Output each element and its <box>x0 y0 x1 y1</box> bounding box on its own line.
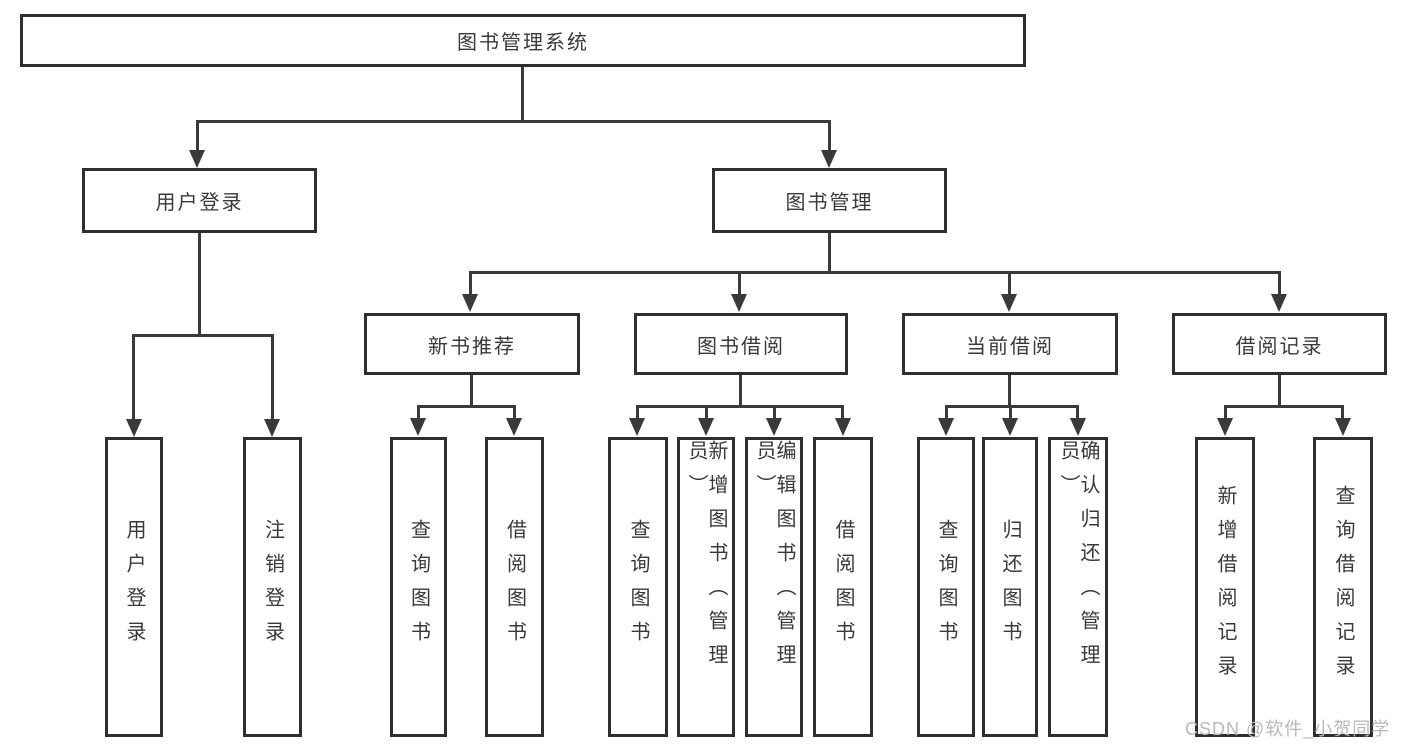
arrow-down-icon <box>410 418 426 436</box>
leaf-edit-book-admin: 编辑图书（管理员） <box>745 437 803 737</box>
connector-hline <box>133 334 274 337</box>
node-label: 借阅图书 <box>832 519 854 655</box>
connector-vline <box>773 405 776 419</box>
leaf-add-book-admin: 新增图书（管理员） <box>677 437 735 737</box>
node-label: 查询图书 <box>935 519 957 655</box>
connector-vline <box>1009 405 1012 419</box>
node-label: 新增图书（管理员） <box>685 440 727 678</box>
node-borrowing-records: 借阅记录 <box>1172 313 1387 375</box>
connector-vline <box>1076 405 1079 419</box>
connector-vline <box>1278 375 1281 408</box>
node-label: 图书管理系统 <box>457 32 589 54</box>
leaf-user-login: 用户登录 <box>105 437 163 737</box>
connector-hline <box>470 271 1281 274</box>
connector-vline <box>1224 405 1227 419</box>
node-new-book-recommendation: 新书推荐 <box>364 313 580 375</box>
node-label: 注销登录 <box>261 519 284 655</box>
arrow-down-icon <box>698 418 714 436</box>
node-book-management: 图书管理 <box>712 168 947 233</box>
connector-vline <box>945 405 948 419</box>
connector-vline <box>417 405 420 419</box>
node-label: 新书推荐 <box>428 335 516 358</box>
leaf-query-borrow-record: 查询借阅记录 <box>1313 437 1373 737</box>
connector-vline <box>513 405 516 419</box>
arrow-down-icon <box>189 150 205 168</box>
arrow-down-icon <box>629 418 645 436</box>
leaf-query-books-borrowing: 查询图书 <box>608 437 668 737</box>
leaf-add-borrow-record: 新增借阅记录 <box>1195 437 1255 737</box>
arrow-down-icon <box>1001 294 1017 312</box>
connector-vline <box>841 405 844 419</box>
node-label: 用户登录 <box>155 192 244 214</box>
arrow-down-icon <box>731 294 747 312</box>
node-label: 当前借阅 <box>966 335 1054 358</box>
arrow-down-icon <box>1335 418 1351 436</box>
connector-vline <box>828 120 831 151</box>
leaf-query-books-current: 查询图书 <box>917 437 975 737</box>
node-user-login: 用户登录 <box>82 168 317 233</box>
leaf-return-books: 归还图书 <box>982 437 1038 737</box>
node-label: 借阅图书 <box>503 519 526 655</box>
connector-hline <box>1224 405 1344 408</box>
connector-hline <box>417 405 516 408</box>
arrow-down-icon <box>1070 418 1086 436</box>
node-label: 查询借阅记录 <box>1332 485 1354 689</box>
connector-hline <box>636 405 843 408</box>
leaf-query-books-recommend: 查询图书 <box>390 437 447 737</box>
connector-vline <box>196 120 199 151</box>
arrow-down-icon <box>938 418 954 436</box>
connector-vline <box>521 67 524 120</box>
connector-vline <box>470 375 473 408</box>
node-label: 查询图书 <box>407 519 430 655</box>
leaf-borrow-books-borrowing: 借阅图书 <box>813 437 873 737</box>
arrow-down-icon <box>462 294 478 312</box>
node-label: 借阅记录 <box>1235 335 1324 358</box>
node-current-borrowing: 当前借阅 <box>902 313 1118 375</box>
connector-vline <box>738 271 741 295</box>
node-label: 编辑图书（管理员） <box>753 440 795 678</box>
arrow-down-icon <box>821 150 837 168</box>
arrow-down-icon <box>1002 418 1018 436</box>
connector-vline <box>1008 271 1011 295</box>
connector-vline <box>469 271 472 295</box>
connector-vline <box>1341 405 1344 419</box>
node-label: 归还图书 <box>999 519 1021 655</box>
csdn-watermark: CSDN @软件_小贺同学 <box>1185 719 1391 739</box>
node-label: 确认归还（管理员） <box>1057 440 1099 678</box>
node-label: 查询图书 <box>627 519 649 655</box>
connector-vline <box>828 233 831 274</box>
leaf-borrow-books-recommend: 借阅图书 <box>485 437 544 737</box>
connector-vline <box>1278 271 1281 295</box>
arrow-down-icon <box>766 418 782 436</box>
arrow-down-icon <box>506 418 522 436</box>
node-library-management-system: 图书管理系统 <box>20 14 1026 67</box>
connector-vline <box>705 405 708 419</box>
arrow-down-icon <box>1271 294 1287 312</box>
arrow-down-icon <box>126 419 142 437</box>
node-book-borrowing: 图书借阅 <box>634 313 848 375</box>
connector-vline <box>739 375 742 408</box>
connector-vline <box>132 334 135 419</box>
leaf-logout: 注销登录 <box>243 437 302 737</box>
arrow-down-icon <box>264 419 280 437</box>
node-label: 用户登录 <box>123 519 145 655</box>
connector-vline <box>1008 375 1011 408</box>
connector-vline <box>198 233 201 336</box>
node-label: 图书管理 <box>785 192 874 214</box>
node-label: 新增借阅记录 <box>1214 485 1236 689</box>
leaf-confirm-return-admin: 确认归还（管理员） <box>1048 437 1108 737</box>
node-label: 图书借阅 <box>697 335 785 358</box>
connector-hline <box>197 120 831 123</box>
connector-vline <box>636 405 639 419</box>
arrow-down-icon <box>835 418 851 436</box>
connector-vline <box>271 334 274 419</box>
arrow-down-icon <box>1217 418 1233 436</box>
